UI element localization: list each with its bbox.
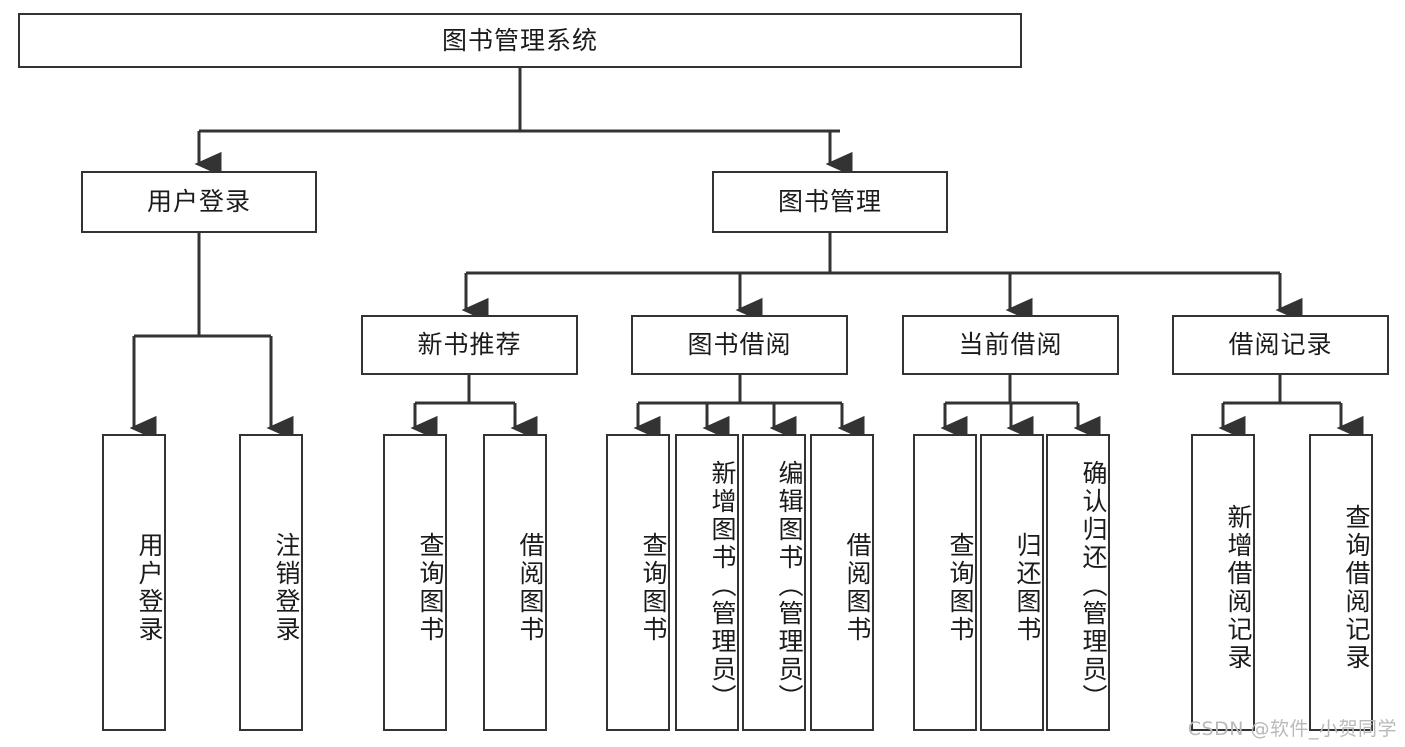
node-label: 确认归还（管理员）	[1079, 459, 1108, 712]
leaf-book-borrow-borrow-book[interactable]: 借阅图书	[810, 434, 874, 731]
node-label: 查询图书	[946, 531, 975, 644]
node-label: 图书管理系统	[441, 25, 598, 55]
node-label: 新书推荐	[417, 330, 522, 360]
leaf-book-borrow-query-book[interactable]: 查询图书	[606, 434, 670, 731]
node-label: 注销登录	[272, 531, 301, 644]
leaf-user-login-logout[interactable]: 注销登录	[239, 434, 303, 731]
node-current-borrow[interactable]: 当前借阅	[902, 315, 1119, 375]
watermark-text: CSDN @软件_小贺同学	[1187, 718, 1397, 740]
leaf-user-login-login[interactable]: 用户登录	[102, 434, 166, 731]
leaf-current-borrow-confirm-return-admin[interactable]: 确认归还（管理员）	[1046, 434, 1110, 731]
node-label: 查询借阅记录	[1342, 503, 1371, 672]
node-label: 图书借阅	[687, 330, 792, 360]
node-borrow-record[interactable]: 借阅记录	[1172, 315, 1389, 375]
node-label: 借阅图书	[516, 531, 545, 644]
node-label: 借阅图书	[843, 531, 872, 644]
node-label: 借阅记录	[1228, 330, 1333, 360]
node-label: 当前借阅	[958, 330, 1063, 360]
node-root-book-management-system[interactable]: 图书管理系统	[18, 13, 1022, 68]
node-label: 新增图书（管理员）	[708, 459, 737, 712]
node-label: 编辑图书（管理员）	[775, 459, 804, 712]
node-label: 归还图书	[1013, 531, 1042, 644]
leaf-current-borrow-return-book[interactable]: 归还图书	[980, 434, 1044, 731]
leaf-book-borrow-edit-book-admin[interactable]: 编辑图书（管理员）	[742, 434, 806, 731]
node-label: 查询图书	[639, 531, 668, 644]
node-label: 图书管理	[777, 187, 882, 217]
node-book-borrow[interactable]: 图书借阅	[631, 315, 848, 375]
node-label: 新增借阅记录	[1224, 503, 1253, 672]
leaf-borrow-record-query-record[interactable]: 查询借阅记录	[1309, 434, 1373, 731]
leaf-new-book-borrow-book[interactable]: 借阅图书	[483, 434, 547, 731]
leaf-new-book-query-book[interactable]: 查询图书	[383, 434, 447, 731]
node-user-login[interactable]: 用户登录	[81, 171, 317, 233]
node-book-management[interactable]: 图书管理	[712, 171, 948, 233]
leaf-book-borrow-add-book-admin[interactable]: 新增图书（管理员）	[675, 434, 739, 731]
node-label: 查询图书	[416, 531, 445, 644]
leaf-borrow-record-add-record[interactable]: 新增借阅记录	[1191, 434, 1255, 731]
node-new-book-recommend[interactable]: 新书推荐	[361, 315, 578, 375]
node-label: 用户登录	[135, 531, 164, 644]
leaf-current-borrow-query-book[interactable]: 查询图书	[913, 434, 977, 731]
node-label: 用户登录	[146, 187, 251, 217]
